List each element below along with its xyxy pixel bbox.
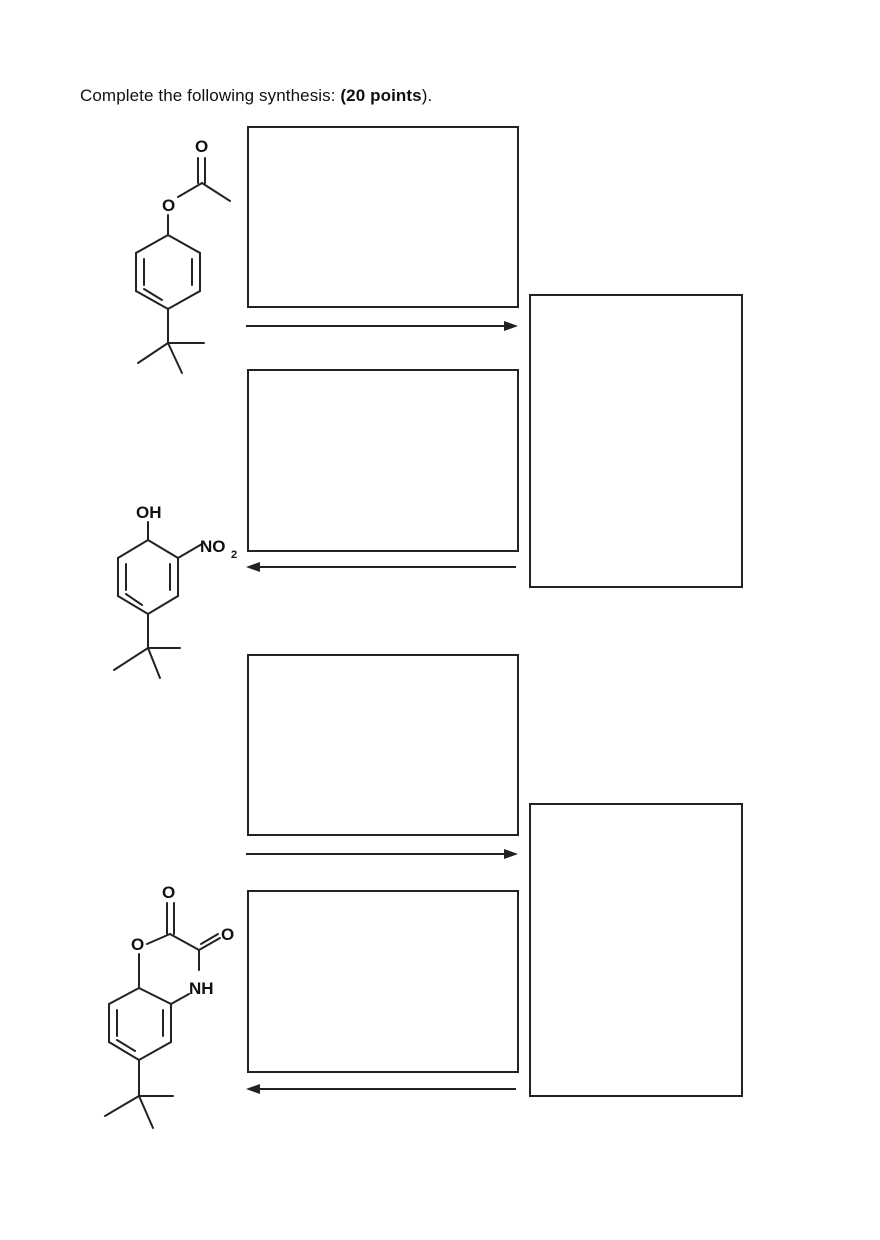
molecule-tert-butylphenyl-acetate: O O — [135, 137, 231, 374]
molecule-benzoxazinedione: O O O NH — [104, 883, 234, 1129]
amide-nh-label: NH — [189, 979, 214, 998]
answer-box-5[interactable] — [247, 890, 519, 1073]
molecule-tert-butyl-nitrophenol: OH NO 2 — [113, 503, 237, 679]
reaction-arrow-right-1 — [246, 321, 518, 331]
carbonyl-oxygen-2-label: O — [221, 925, 234, 944]
carbonyl-oxygen-label: O — [195, 137, 208, 156]
question-title: Complete the following synthesis: (20 po… — [80, 86, 432, 106]
question-closing: ). — [421, 86, 433, 105]
question-text: Complete the following synthesis: — [80, 86, 341, 105]
ester-oxygen-label: O — [162, 196, 175, 215]
points-label: (20 points — [340, 86, 422, 105]
nitro-subscript: 2 — [231, 549, 237, 561]
nitro-label: NO — [200, 537, 226, 556]
answer-box-3[interactable] — [529, 294, 743, 588]
answer-box-1[interactable] — [247, 126, 519, 308]
reaction-arrow-right-2 — [246, 849, 518, 859]
hydroxyl-label: OH — [136, 503, 162, 522]
carbonyl-oxygen-1-label: O — [162, 883, 175, 902]
reaction-arrow-left-1 — [246, 562, 516, 572]
reaction-arrow-left-2 — [246, 1084, 516, 1094]
answer-box-4[interactable] — [247, 654, 519, 836]
answer-box-2[interactable] — [247, 369, 519, 552]
answer-box-6[interactable] — [529, 803, 743, 1097]
ring-oxygen-label: O — [131, 935, 144, 954]
